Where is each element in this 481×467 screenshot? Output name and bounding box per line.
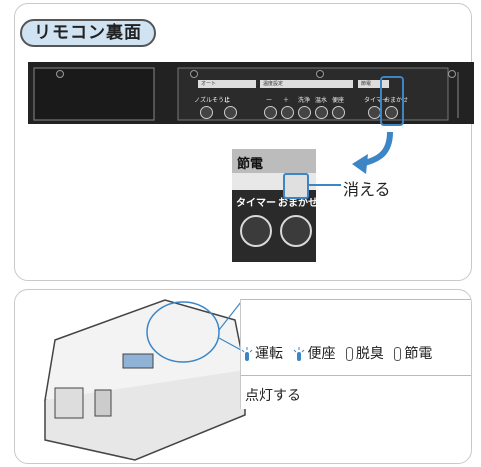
indicator-power-save: 節電 xyxy=(394,343,432,363)
stop-button[interactable] xyxy=(224,106,237,119)
lit-lamp-icon xyxy=(293,346,305,362)
water-temp-button[interactable] xyxy=(315,106,328,119)
divider xyxy=(241,375,471,376)
callout-line xyxy=(309,184,341,186)
indicator-row: 運転 便座 脱臭 節電 xyxy=(241,343,438,363)
screw-hole xyxy=(316,70,324,78)
button-label-timer: タイマー xyxy=(364,97,389,104)
indicator-panel: 運転 便座 脱臭 節電 点灯する xyxy=(240,299,471,409)
remote-body-art xyxy=(33,67,459,121)
seat-button[interactable] xyxy=(332,106,345,119)
button-label-stop: 止 xyxy=(224,97,231,104)
section-title-pill: リモコン裏面 xyxy=(20,19,156,47)
screw-hole xyxy=(56,70,64,78)
highlight-box xyxy=(380,76,404,126)
button-label-plus: ＋ xyxy=(283,97,290,104)
zoom-label-timer: タイマー xyxy=(236,198,276,209)
auto-button-small[interactable] xyxy=(385,106,398,119)
status-text: 点灯する xyxy=(245,388,301,404)
mode-label-temp: 温度設定 xyxy=(260,80,353,88)
callout-text: 消える xyxy=(343,180,391,199)
button-label-seat: 便座 xyxy=(332,97,345,104)
button-label-water: 温水 xyxy=(315,97,328,104)
lit-lamp-icon xyxy=(241,346,253,362)
screw-hole xyxy=(448,70,456,78)
power-save-lamp xyxy=(283,173,309,199)
indicator-run: 運転 xyxy=(241,343,283,363)
off-lamp-icon xyxy=(394,347,402,361)
arrow-icon xyxy=(352,131,393,174)
divider xyxy=(241,299,471,300)
wash-button[interactable] xyxy=(298,106,311,119)
button-label-auto: おまかせ xyxy=(384,97,409,104)
nozzle-clean-button[interactable] xyxy=(200,106,213,119)
button-label-nozzle: ノズルそうじ xyxy=(194,97,231,104)
button-label-wash: 洗浄 xyxy=(298,97,311,104)
indicator-deodorize: 脱臭 xyxy=(345,343,384,363)
zoomed-button-panel: 節電 タイマー おまかせ xyxy=(232,149,318,262)
plus-button[interactable] xyxy=(281,106,294,119)
remote-control-strip: オート 温度設定 節電 ノズルそうじ 止 ー ＋ 洗浄 温水 便座 タイマー お… xyxy=(28,62,474,126)
mode-label-save: 節電 xyxy=(358,80,389,88)
button-label-minus: ー xyxy=(266,97,273,104)
auto-button[interactable] xyxy=(280,215,312,247)
indicator-seat: 便座 xyxy=(293,343,335,363)
timer-button[interactable] xyxy=(240,215,272,247)
screw-hole xyxy=(190,70,198,78)
mode-label-auto: オート xyxy=(198,80,256,88)
minus-button[interactable] xyxy=(264,106,277,119)
zoom-title: 節電 xyxy=(237,157,264,172)
off-lamp-icon xyxy=(345,347,353,361)
zoom-label-auto: おまかせ xyxy=(278,198,318,209)
